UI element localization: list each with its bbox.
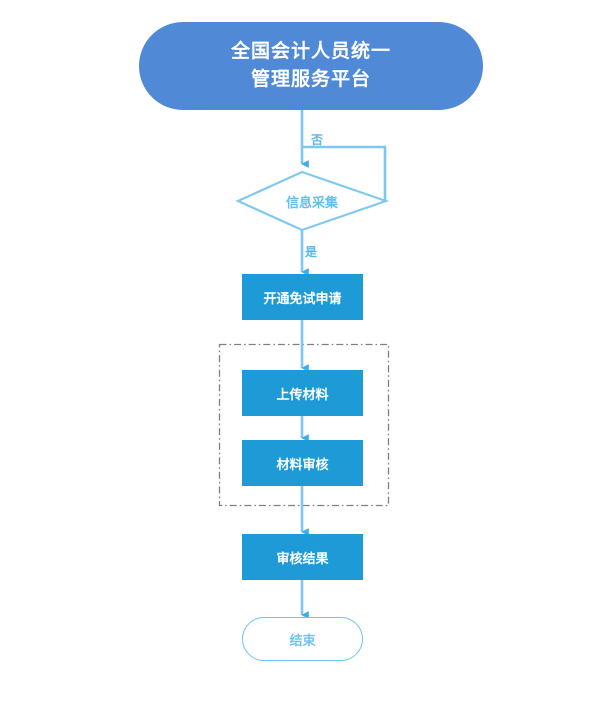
node-end: 结束: [242, 617, 363, 661]
edge-decision-no-loop: [302, 145, 387, 201]
platform-title-label: 全国会计人员统一 管理服务平台: [230, 41, 391, 90]
node-decision-info-collection: 信息采集: [238, 172, 386, 230]
group-dashed-box: [218, 343, 390, 507]
node-open-exemption-application: 开通免试申请: [242, 274, 363, 320]
node-label: 审核结果: [276, 550, 329, 566]
node-label: 材料审核: [276, 456, 329, 472]
node-upload-materials: 上传材料: [242, 370, 363, 416]
decision-label: 信息采集: [285, 194, 338, 210]
edge-label-yes-text: 是: [305, 245, 318, 259]
node-material-review: 材料审核: [242, 440, 363, 486]
node-label: 开通免试申请: [263, 290, 342, 306]
node-review-result: 审核结果: [242, 534, 363, 580]
edge-label-no: 否: [311, 133, 323, 147]
node-platform-title: 全国会计人员统一 管理服务平台: [139, 22, 483, 110]
edge-label-no-text: 否: [311, 133, 324, 147]
node-label: 结束: [289, 632, 316, 648]
node-label: 上传材料: [276, 386, 329, 402]
edge-label-yes: 是: [305, 245, 317, 259]
